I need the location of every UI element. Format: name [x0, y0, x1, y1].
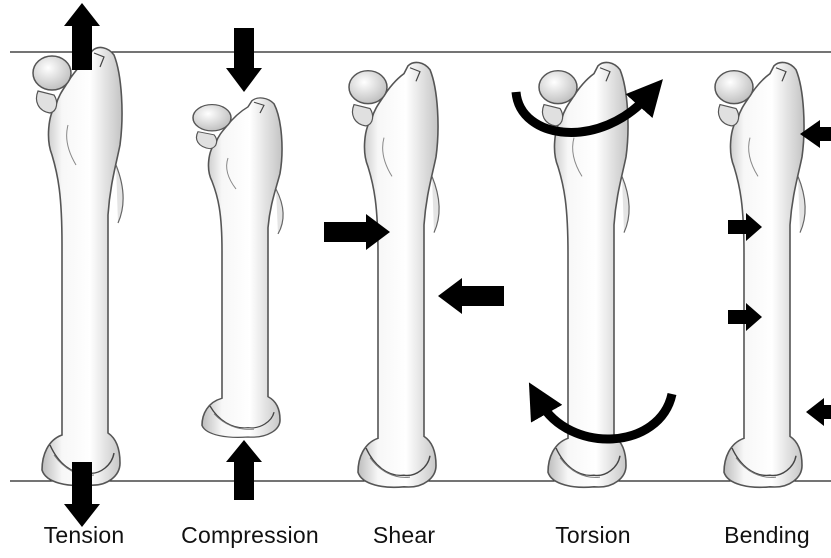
torsion-label: Torsion — [555, 522, 631, 549]
compression-femur — [193, 98, 283, 437]
bending-label: Bending — [724, 522, 810, 549]
tension-label: Tension — [44, 522, 125, 549]
compression-arrow-bottom — [226, 440, 262, 500]
shear-label: Shear — [373, 522, 435, 549]
shear-arrow-left — [438, 278, 504, 314]
bending-femur — [715, 62, 805, 487]
compression-label: Compression — [181, 522, 319, 549]
shear-femur — [349, 62, 439, 487]
compression-arrow-top — [226, 28, 262, 92]
bending-arrow-bottom-left — [806, 398, 831, 426]
tension-femur — [33, 48, 123, 486]
